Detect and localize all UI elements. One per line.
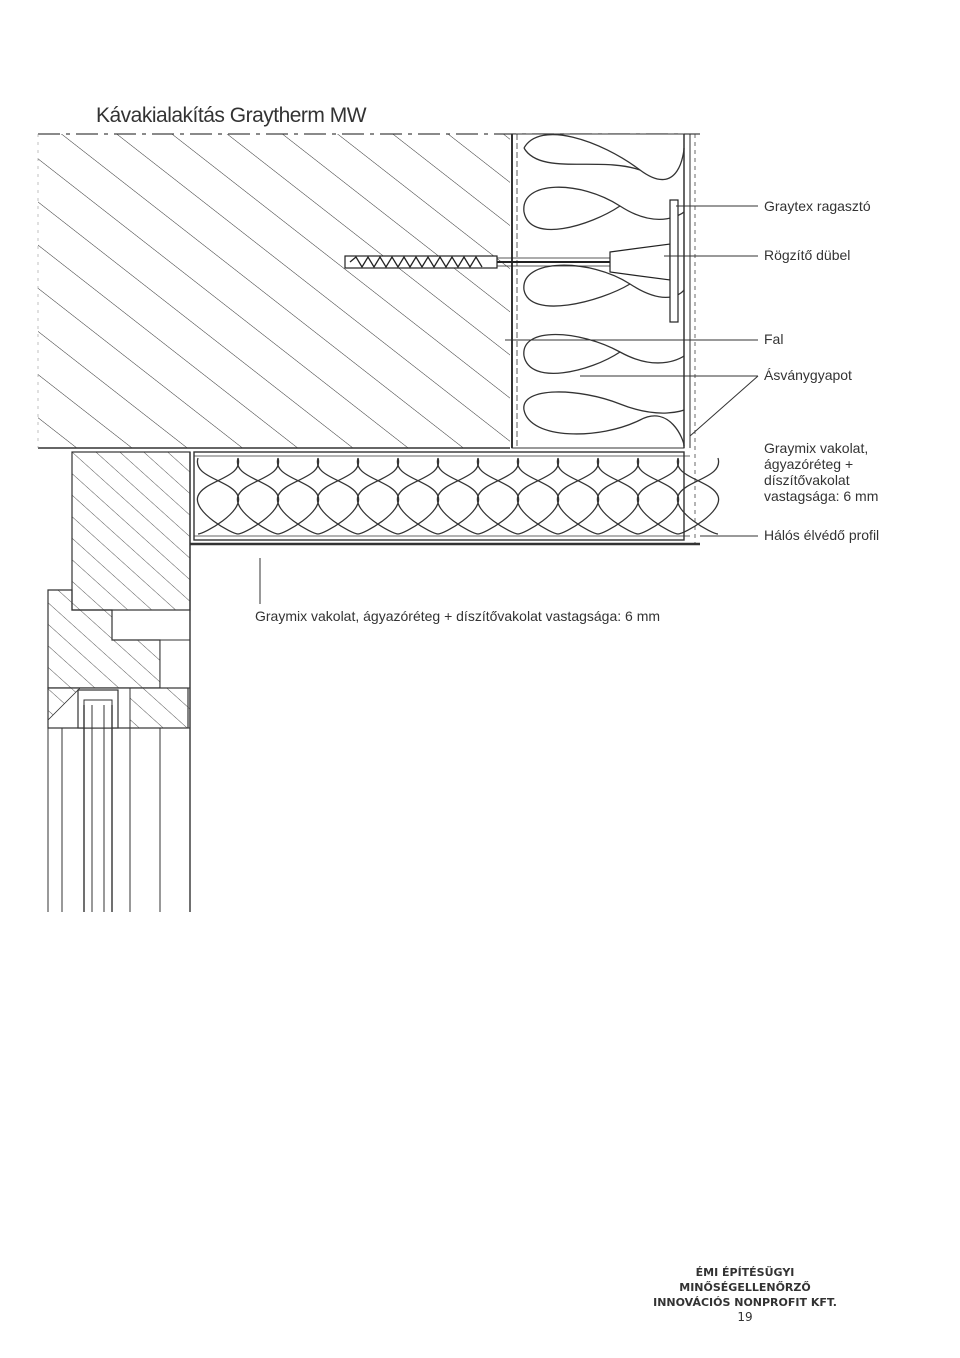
wool-loop bbox=[436, 457, 480, 535]
wool-loop bbox=[676, 457, 720, 535]
stamp-line-3: INNOVÁCIÓS NONPROFIT KFT. bbox=[653, 1296, 837, 1309]
graymix-line-3: díszítővakolat bbox=[764, 472, 850, 488]
bottom-label: Graymix vakolat, ágyazóréteg + díszítőva… bbox=[255, 608, 661, 624]
wool-loop bbox=[356, 457, 400, 535]
page-number: 19 bbox=[737, 1310, 753, 1324]
anchor-dowel bbox=[344, 199, 679, 323]
callout-asvanygyapot: Ásványgyapot bbox=[764, 367, 852, 383]
institution-stamp: ÉMI ÉPÍTÉSÜGYI MINŐSÉGELLENŐRZŐ INNOVÁCI… bbox=[640, 1265, 850, 1325]
mineral-wool-vertical bbox=[511, 133, 685, 449]
callout-graymix: Graymix vakolat, ágyazóréteg + díszítőva… bbox=[764, 440, 878, 504]
graymix-line-4: vastagsága: 6 mm bbox=[764, 488, 879, 504]
wool-loop bbox=[236, 457, 280, 535]
callout-dubel: Rögzítő dübel bbox=[764, 247, 851, 263]
wool-loop bbox=[636, 457, 680, 535]
graymix-line-2: ágyazóréteg + bbox=[764, 456, 854, 472]
wool-loop bbox=[476, 457, 520, 535]
wool-loop bbox=[196, 457, 240, 535]
wall-hatch bbox=[38, 134, 510, 448]
wool-loop bbox=[396, 457, 440, 535]
mineral-wool-reveal bbox=[190, 451, 720, 546]
wool-loop bbox=[316, 457, 360, 535]
stamp-line-2: MINŐSÉGELLENŐRZŐ bbox=[679, 1281, 811, 1294]
wool-loop bbox=[276, 457, 320, 535]
leader-lines bbox=[259, 205, 759, 604]
callout-graytex: Graytex ragasztó bbox=[764, 198, 871, 214]
drawing-title: Kávakialakítás Graytherm MW bbox=[96, 104, 367, 127]
callout-halos: Hálós élvédő profil bbox=[764, 527, 880, 543]
stamp-line-1: ÉMI ÉPÍTÉSÜGYI bbox=[695, 1266, 795, 1279]
wool-loop bbox=[516, 457, 560, 535]
callout-fal: Fal bbox=[764, 331, 784, 347]
window-frame bbox=[47, 451, 191, 912]
wool-loop bbox=[556, 457, 600, 535]
graymix-line-1: Graymix vakolat, bbox=[764, 440, 869, 456]
wool-loop bbox=[676, 457, 720, 535]
wool-loop bbox=[596, 457, 640, 535]
